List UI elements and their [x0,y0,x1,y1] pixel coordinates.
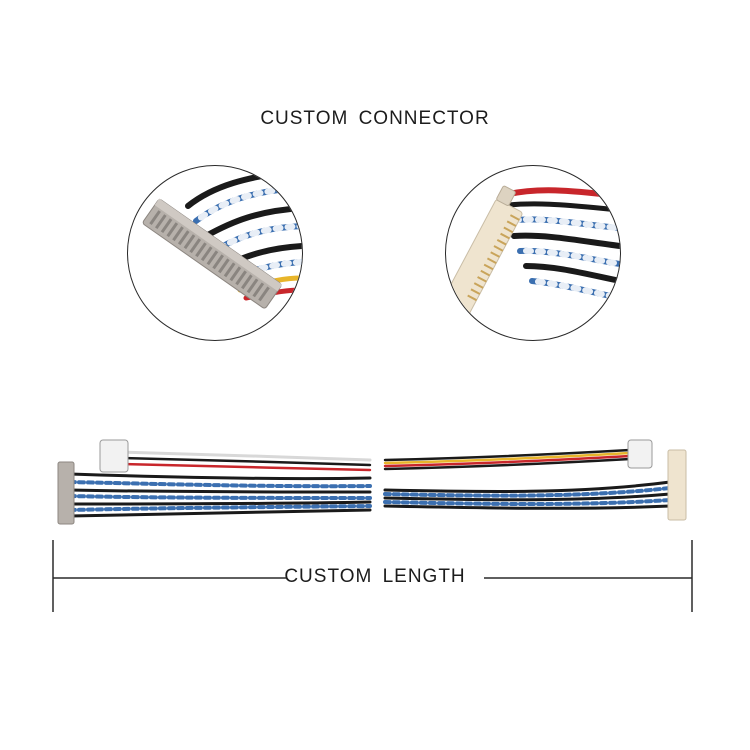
cable-assembly-illustration [57,439,687,525]
cable-right-aux-connector [627,439,653,469]
twisted-pair-wires-right [498,187,620,301]
custom-connector-heading: CUSTOM CONNECTOR [260,108,490,129]
cable-left-aux-connector [99,439,129,473]
connector-pins-left [149,210,270,302]
custom-length-label: CUSTOM LENGTH [284,566,466,587]
connector-closeup-right-illustration [446,185,620,328]
connector-closeup-right [445,165,621,341]
cable-left-section [68,450,372,518]
connector-closeup-left-illustration [142,168,302,309]
connector-housing-left [142,198,283,309]
cable-assembly [40,432,710,532]
cable-right-main-connector [667,449,687,521]
connector-pins-right [467,214,520,302]
connector-housing-right [446,185,523,328]
cable-right-section [383,448,672,510]
cable-left-main-connector [57,461,75,525]
connector-closeup-left [127,165,303,341]
